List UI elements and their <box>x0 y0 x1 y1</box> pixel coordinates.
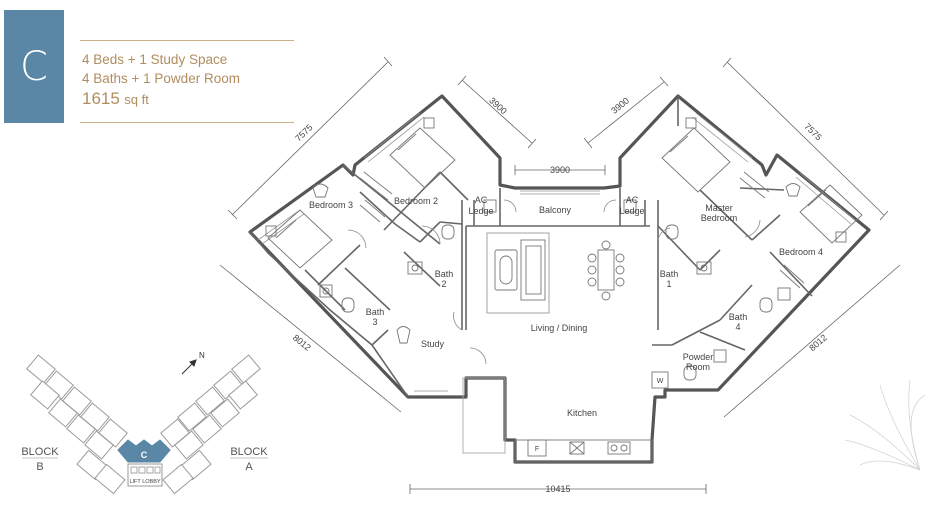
label-ac-ledge-right-2: Ledge <box>619 206 644 216</box>
block-a-label: BLOCK <box>230 446 268 458</box>
label-bath4-2: 4 <box>735 322 740 332</box>
info-bottom-rule <box>80 122 294 123</box>
label-ac-ledge-left-2: Ledge <box>468 206 493 216</box>
bedroom4-bed <box>799 184 863 244</box>
label-living-dining: Living / Dining <box>531 323 588 333</box>
study-chair <box>396 326 411 344</box>
label-bath1-2: 1 <box>666 279 671 289</box>
bath2-basin <box>407 261 423 275</box>
north-label: N <box>199 351 205 360</box>
bath4-basin <box>777 287 791 301</box>
bath3-basin <box>319 284 333 298</box>
hob <box>607 441 631 455</box>
interior-walls <box>249 96 813 398</box>
yard <box>462 377 506 454</box>
dim-bottom: 10415 <box>545 484 570 494</box>
unit-info: 4 Beds + 1 Study Space 4 Baths + 1 Powde… <box>82 50 240 109</box>
key-plan-lobby <box>127 463 163 487</box>
dimension-lines <box>219 56 901 494</box>
beds-text: 4 Beds + 1 Study Space <box>82 52 228 67</box>
area-text: 1615 sq ft <box>82 89 240 109</box>
key-plan-unit-highlight <box>117 439 171 463</box>
label-fridge: F <box>535 446 539 453</box>
key-plan-unit-mark: C <box>141 450 148 460</box>
sink <box>569 441 585 455</box>
bath1-toilet <box>665 224 679 240</box>
info-top-rule <box>80 40 294 41</box>
ac-ledge-right-unit <box>623 199 637 213</box>
bath3-toilet <box>341 297 355 313</box>
north-arrow-icon <box>181 359 197 375</box>
dining-table <box>597 249 615 291</box>
label-bath3-2: 3 <box>372 317 377 327</box>
washer <box>651 371 669 389</box>
unit-badge: C <box>4 10 64 123</box>
dim-right-diag: 7575 <box>802 121 823 142</box>
room-labels: Bedroom 3 Bedroom 2 AC Ledge Balcony AC … <box>309 195 823 453</box>
living-rug <box>486 232 550 314</box>
furniture <box>265 117 863 463</box>
kitchen-counter <box>514 439 653 463</box>
block-b-letter: B <box>36 461 43 473</box>
master-bed <box>661 127 731 193</box>
bath2-toilet <box>441 224 455 240</box>
block-a-letter: A <box>245 461 253 473</box>
bedroom2-bed <box>389 127 456 189</box>
bath1-basin <box>696 261 712 275</box>
label-washer: W <box>657 378 664 385</box>
powder-toilet <box>683 365 697 381</box>
label-bath3-1: Bath <box>366 307 385 317</box>
dim-balcony: 3900 <box>550 165 570 175</box>
dim-left-diag: 7575 <box>293 122 314 143</box>
key-plan-lift-lobby: LIFT LOBBY <box>129 479 160 485</box>
ac-ledge-left-unit <box>483 199 497 213</box>
label-bath4-1: Bath <box>729 312 748 322</box>
key-plan: C LIFT LOBBY N BLOCK B BLOCK A <box>21 351 268 495</box>
dim-right-top: 3900 <box>609 95 631 115</box>
label-master-bedroom-1: Master <box>705 203 733 213</box>
label-bedroom3: Bedroom 3 <box>309 200 353 210</box>
bath4-toilet <box>759 297 773 313</box>
label-bath1-1: Bath <box>660 269 679 279</box>
unit-code: C <box>20 43 48 90</box>
label-powder-room-2: Room <box>686 362 710 372</box>
powder-basin <box>713 349 727 363</box>
label-bedroom2: Bedroom 2 <box>394 196 438 206</box>
label-bath2-1: Bath <box>435 269 454 279</box>
block-b-label: BLOCK <box>21 446 59 458</box>
key-plan-buildings <box>26 354 261 495</box>
label-study: Study <box>421 339 445 349</box>
label-powder-room-1: Powder <box>683 352 714 362</box>
label-balcony: Balcony <box>539 205 572 215</box>
label-master-bedroom-2: Bedroom <box>701 213 738 223</box>
dim-left-side: 8012 <box>291 332 313 352</box>
label-ac-ledge-left-1: AC <box>475 195 488 205</box>
fridge <box>527 439 547 457</box>
label-bedroom4: Bedroom 4 <box>779 247 823 257</box>
area-value: 1615 <box>82 89 120 108</box>
label-kitchen: Kitchen <box>567 408 597 418</box>
door-swings <box>347 199 761 365</box>
palm-leaf-decoration <box>844 379 926 471</box>
sofa <box>520 239 546 301</box>
exterior-walls <box>248 94 871 464</box>
dim-right-side: 8012 <box>807 332 829 353</box>
label-bath2-2: 2 <box>441 279 446 289</box>
area-unit: sq ft <box>124 92 149 107</box>
coffee-table <box>494 249 518 291</box>
bedroom3-bed <box>267 209 333 269</box>
label-ac-ledge-right-1: AC <box>626 195 639 205</box>
windows <box>257 112 856 392</box>
baths-text: 4 Baths + 1 Powder Room <box>82 71 240 86</box>
